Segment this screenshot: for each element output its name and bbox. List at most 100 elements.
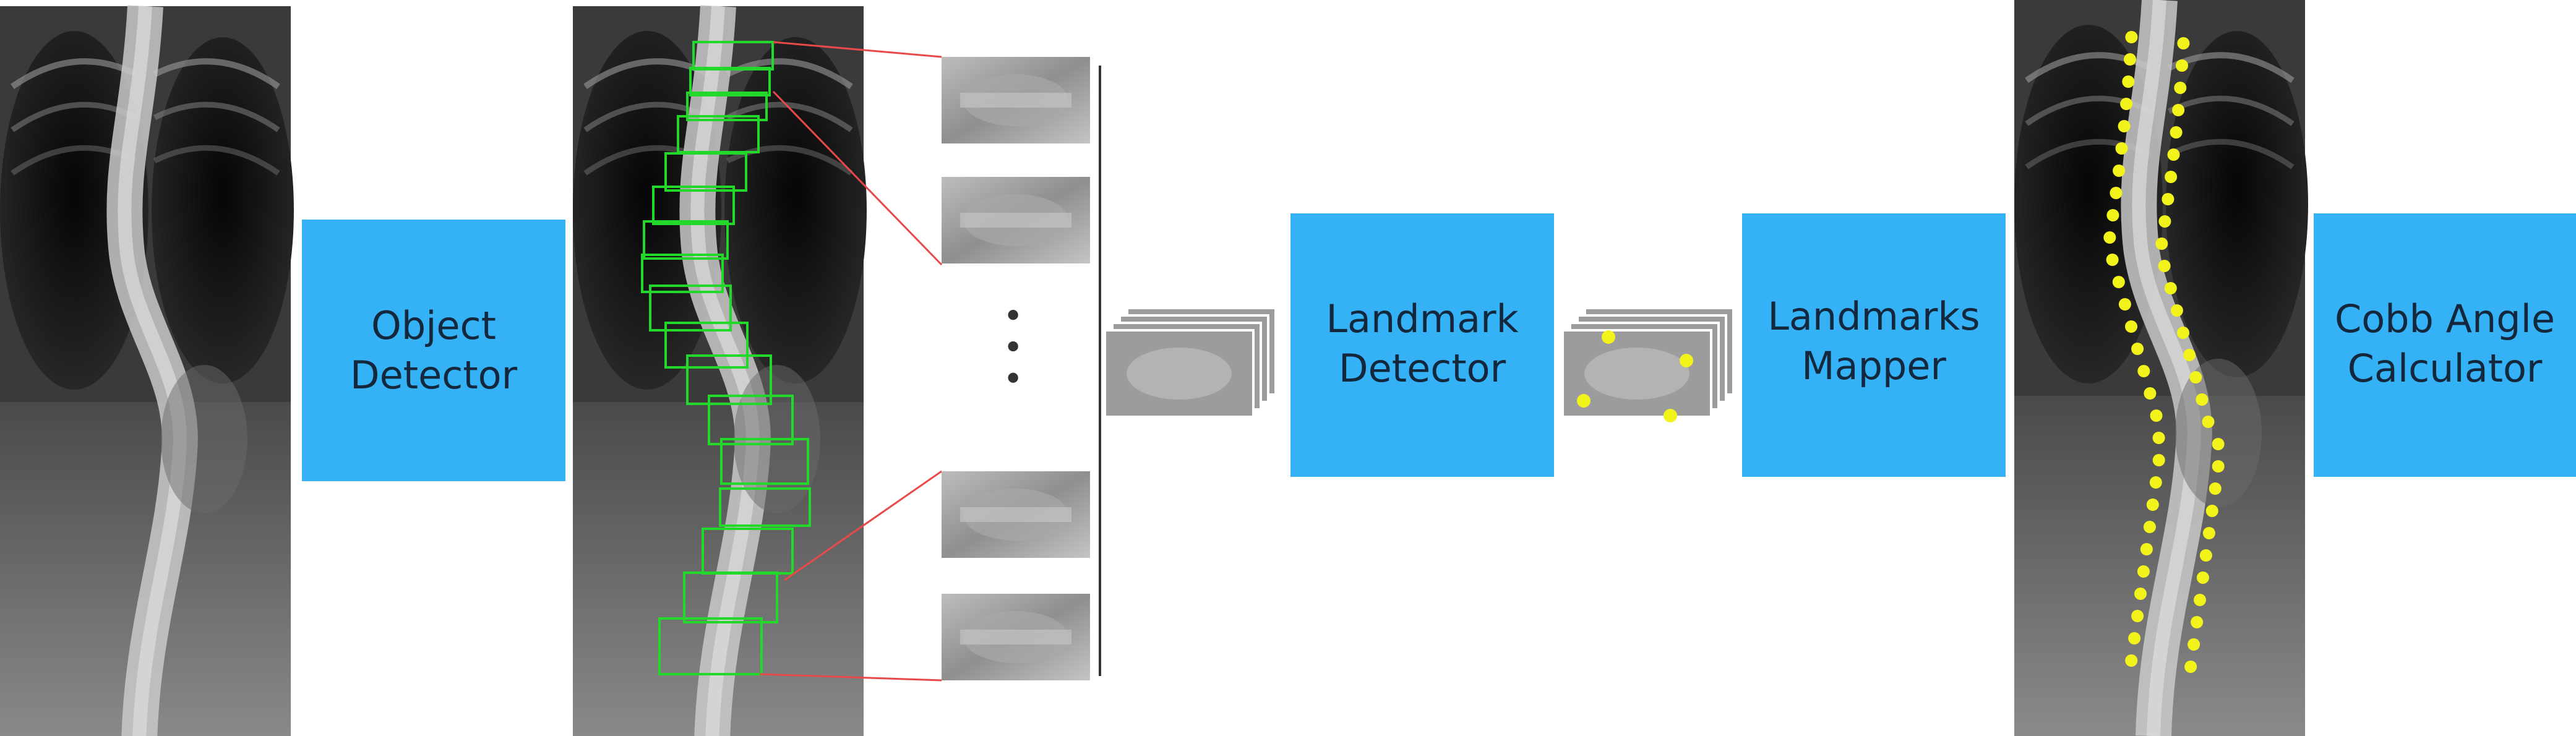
vertebra-bounding-box	[719, 487, 811, 527]
input-xray-image	[0, 6, 294, 736]
stage-label-line-2: Calculator	[2348, 346, 2543, 391]
vertebra-bounding-box	[686, 354, 772, 405]
ellipsis: • • •	[992, 305, 1032, 388]
stage-box	[2314, 213, 2576, 477]
connector-line	[772, 90, 943, 266]
patch-stack-input	[1104, 307, 1277, 418]
landmark-point	[2128, 632, 2141, 644]
vertebra-bounding-box	[658, 617, 763, 675]
landmark-point	[2137, 565, 2150, 578]
vertebra-bounding-box	[643, 220, 729, 260]
vertebra-bounding-box	[708, 395, 794, 445]
landmark-point	[2110, 187, 2123, 199]
stage-label-line-2: Detector	[1339, 346, 1506, 391]
vertebra-bounding-box	[689, 67, 771, 96]
landmark-point	[2170, 126, 2183, 139]
stage-landmark-detector: Landmark Detector	[1290, 213, 1554, 477]
landmark-point	[2120, 98, 2133, 110]
connector-line	[759, 673, 942, 682]
patch-stack-landmarks	[1561, 307, 1735, 422]
vertebra-patch	[942, 594, 1090, 680]
landmark-point	[2131, 610, 2144, 622]
landmark-point	[2103, 231, 2116, 244]
landmark-point	[1602, 330, 1615, 344]
stage-box	[1290, 213, 1554, 477]
landmark-point	[2112, 276, 2125, 288]
stage-label-line-1: Cobb Angle	[2335, 296, 2555, 341]
landmark-point	[2183, 349, 2196, 361]
connector-line	[784, 470, 942, 581]
landmark-point	[2187, 638, 2200, 651]
landmark-point	[2115, 142, 2128, 155]
landmark-point	[2118, 120, 2131, 132]
landmark-point	[2140, 543, 2153, 555]
landmark-point	[2199, 549, 2212, 562]
landmark-point	[2146, 499, 2159, 511]
landmark-point	[2125, 654, 2138, 667]
stage-label-line-2: Mapper	[1801, 343, 1946, 388]
landmark-point	[1577, 394, 1591, 408]
stage-box	[1742, 213, 2006, 477]
vertebra-bounding-boxes	[641, 41, 811, 675]
vertebra-bounding-box	[686, 92, 768, 121]
landmark-point	[2174, 82, 2187, 94]
landmark-point	[2124, 53, 2136, 66]
stage-label-line-1: Landmark	[1326, 296, 1519, 341]
landmark-point	[2152, 432, 2165, 444]
landmark-point	[2164, 282, 2177, 294]
landmark-point	[2155, 237, 2168, 250]
landmark-point	[1664, 409, 1677, 422]
landmark-point	[2106, 209, 2119, 221]
landmark-point	[2196, 571, 2209, 584]
landmarks-xray	[2014, 0, 2308, 736]
landmark-point	[2137, 365, 2150, 377]
landmark-point	[2170, 304, 2183, 317]
vertebra-bounding-box	[649, 285, 732, 332]
stage-cobb-angle-calculator: Cobb Angle Calculator	[2314, 213, 2576, 477]
landmark-point	[2176, 59, 2188, 72]
landmark-point	[2144, 387, 2157, 400]
landmark-point	[2194, 594, 2206, 606]
landmark-point	[2106, 254, 2119, 266]
landmark-point	[2118, 298, 2131, 310]
vertebra-patch	[942, 177, 1090, 263]
landmark-point	[2143, 521, 2156, 533]
vertebra-bounding-box	[664, 322, 749, 369]
landmark-point	[2165, 171, 2178, 183]
stage-label-line-1: Landmarks	[1767, 294, 1980, 339]
stage-box	[302, 220, 565, 481]
landmark-point	[2158, 260, 2171, 272]
vertebra-bounding-box	[720, 438, 809, 485]
landmark-point	[2172, 104, 2185, 116]
spine-landmarks	[2103, 31, 2225, 673]
landmark-point	[2205, 505, 2218, 517]
landmark-point	[2212, 460, 2225, 473]
landmark-point	[2150, 409, 2163, 422]
landmark-point	[2189, 371, 2202, 383]
landmark-point	[2177, 327, 2189, 339]
landmark-point	[2131, 343, 2144, 355]
landmark-point	[2202, 527, 2215, 539]
landmark-point	[2167, 148, 2180, 161]
landmark-point	[2158, 215, 2171, 228]
landmark-point	[2149, 476, 2162, 489]
landmark-point	[2202, 416, 2215, 428]
landmark-point	[2125, 320, 2137, 333]
landmark-point	[2113, 165, 2126, 177]
stage-label-line-2: Detector	[350, 353, 518, 398]
landmark-point	[2177, 37, 2190, 49]
vertebra-bounding-box	[652, 186, 735, 225]
landmark-point	[2209, 482, 2222, 495]
vertebra-bounding-box	[641, 254, 724, 293]
vertebra-patch	[942, 57, 1090, 143]
landmark-point	[2184, 661, 2197, 673]
connector-line	[773, 41, 942, 58]
landmark-point	[2162, 193, 2175, 205]
stage-object-detector: Object Detector	[302, 220, 565, 481]
stage-landmarks-mapper: Landmarks Mapper	[1742, 213, 2006, 477]
detected-vertebrae-xray	[573, 6, 867, 736]
vertebra-bounding-box	[683, 571, 778, 623]
landmark-point	[2212, 438, 2225, 450]
vertebra-patch	[942, 471, 1090, 558]
